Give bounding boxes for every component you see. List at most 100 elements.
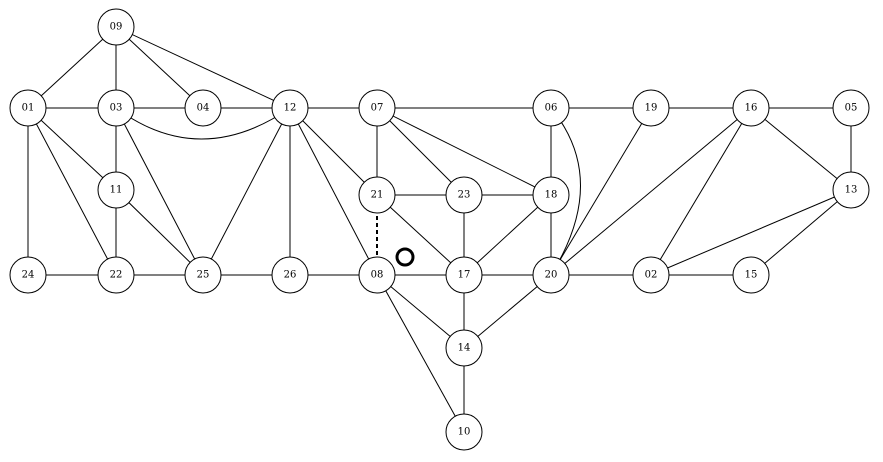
node-20: 20 [532,256,570,294]
edge-07-23 [376,107,465,196]
node-circle-05 [832,89,870,127]
node-label-02: 02 [645,270,658,281]
node-circle-14 [445,329,483,367]
node-label-13: 13 [845,185,858,196]
node-01: 01 [9,89,47,127]
node-label-09: 09 [110,22,123,33]
node-circle-22 [97,256,135,294]
node-label-03: 03 [110,103,123,114]
node-06: 06 [532,89,570,127]
node-label-10: 10 [458,427,471,438]
edge-07-18 [376,107,552,196]
marker-layer [395,247,415,267]
node-10: 10 [445,413,483,451]
node-label-20: 20 [545,270,558,281]
node-circle-01 [9,89,47,127]
edge-19-20 [550,107,652,276]
edge-12-25 [202,107,291,276]
node-circle-15 [732,256,770,294]
node-05: 05 [832,89,870,127]
node-25: 25 [184,256,222,294]
node-24: 24 [9,256,47,294]
node-label-19: 19 [645,103,658,114]
edge-16-13 [750,107,852,191]
edge-08-14 [376,274,465,349]
edge-11-25 [115,189,204,276]
node-circle-25 [184,256,222,294]
edge-16-02 [650,107,752,276]
node-circle-12 [271,89,309,127]
node-22: 22 [97,256,135,294]
node-circle-21 [358,176,396,214]
node-label-06: 06 [545,103,558,114]
node-circle-04 [184,89,222,127]
edge-20-14 [463,274,552,349]
node-circle-07 [358,89,396,127]
edge-09-04 [115,26,204,109]
node-label-24: 24 [22,270,35,281]
edge-03-25 [115,107,204,276]
node-11: 11 [97,171,135,209]
node-circle-23 [445,176,483,214]
node-08: 08 [358,256,396,294]
node-label-25: 25 [197,270,210,281]
node-label-07: 07 [371,103,384,114]
node-19: 19 [632,89,670,127]
node-03: 03 [97,89,135,127]
edge-08-10 [376,274,465,433]
node-circle-10 [445,413,483,451]
node-circle-08 [358,256,396,294]
node-17: 17 [445,256,483,294]
edge-01-22 [27,107,117,276]
node-12: 12 [271,89,309,127]
node-09: 09 [97,8,135,46]
edge-21-17 [376,194,465,276]
node-label-05: 05 [845,103,858,114]
edge-12-08 [289,107,378,276]
edge-16-20 [550,107,752,276]
node-label-22: 22 [110,270,123,281]
node-circle-09 [97,8,135,46]
node-circle-19 [632,89,670,127]
node-circle-06 [532,89,570,127]
node-16: 16 [732,89,770,127]
node-26: 26 [271,256,309,294]
node-label-01: 01 [22,103,35,114]
node-circle-13 [832,171,870,209]
edge-13-15 [750,189,852,276]
node-label-23: 23 [458,190,471,201]
node-label-17: 17 [458,270,471,281]
node-23: 23 [445,176,483,214]
node-label-16: 16 [745,103,758,114]
ring-marker-icon [395,247,415,267]
node-circle-16 [732,89,770,127]
node-circle-26 [271,256,309,294]
edge-03-12 [115,107,291,140]
node-circle-18 [532,176,570,214]
node-circle-17 [445,256,483,294]
node-label-21: 21 [371,190,384,201]
node-14: 14 [445,329,483,367]
node-13: 13 [832,171,870,209]
edge-09-12 [115,26,291,109]
edge-06-20 [550,107,581,276]
edge-13-02 [650,189,852,276]
node-label-15: 15 [745,270,758,281]
edge-18-17 [463,194,552,276]
edge-01-11 [27,107,117,191]
node-circle-11 [97,171,135,209]
edge-12-21 [289,107,378,196]
node-circle-02 [632,256,670,294]
node-02: 02 [632,256,670,294]
node-label-11: 11 [110,185,123,196]
node-label-14: 14 [458,343,471,354]
edge-09-01 [27,26,117,109]
node-circle-20 [532,256,570,294]
node-circle-03 [97,89,135,127]
node-label-26: 26 [284,270,297,281]
node-label-18: 18 [545,190,558,201]
node-circle-24 [9,256,47,294]
